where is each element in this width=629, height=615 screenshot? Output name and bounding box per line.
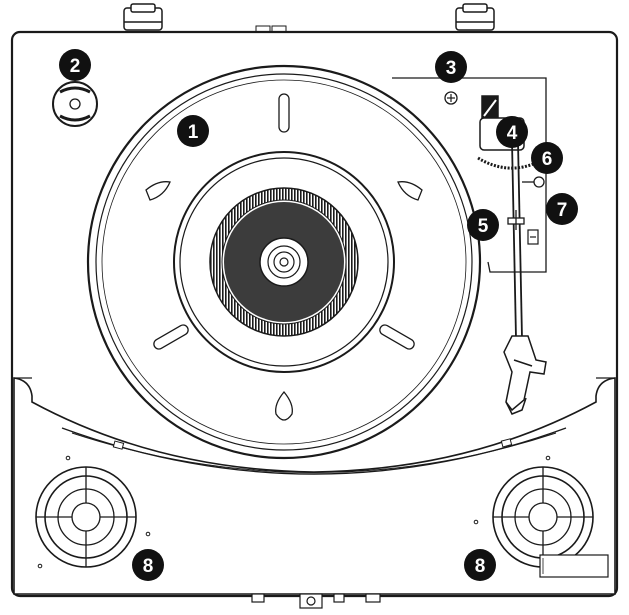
- headshell: [503, 335, 547, 415]
- bottom-connectors: [251, 593, 381, 609]
- front-tab-left: [112, 440, 125, 450]
- callout-7: 7: [546, 193, 578, 225]
- left-hinge: [123, 3, 163, 31]
- callout-8-left: 8: [132, 549, 164, 581]
- callout-label-5: 5: [478, 216, 489, 237]
- callout-label-8-right: 8: [475, 556, 486, 577]
- tonearm-base-plate: [392, 77, 547, 273]
- callout-label-8-left: 8: [143, 556, 154, 577]
- callout-8-right: 8: [464, 549, 496, 581]
- callout-label-1: 1: [188, 122, 199, 143]
- right-hinge: [455, 3, 495, 31]
- counterweight-screw: [444, 91, 458, 105]
- arm-clip: [507, 210, 525, 230]
- callout-1: 1: [177, 115, 209, 147]
- cue-lever: [522, 176, 545, 188]
- front-arc-inner: [71, 432, 557, 473]
- callout-4: 4: [496, 116, 528, 148]
- callout-label-4: 4: [507, 123, 518, 144]
- callout-3: 3: [435, 51, 467, 83]
- platter-slots: [145, 93, 423, 421]
- center-label: [209, 187, 359, 337]
- front-tab-right: [500, 438, 513, 448]
- adapter-45rpm: [52, 81, 98, 127]
- callout-label-7: 7: [557, 200, 568, 221]
- arm-rest-switch: [527, 229, 539, 245]
- callout-label-6: 6: [542, 149, 553, 170]
- callout-5: 5: [467, 209, 499, 241]
- tone-arm: [511, 141, 523, 339]
- callout-6: 6: [531, 142, 563, 174]
- label-plate: [539, 554, 609, 578]
- callout-label-2: 2: [70, 56, 81, 77]
- callout-2: 2: [59, 49, 91, 81]
- speaker-panel: [13, 377, 616, 595]
- callout-label-3: 3: [446, 58, 457, 79]
- left-speaker-grille: [35, 466, 137, 568]
